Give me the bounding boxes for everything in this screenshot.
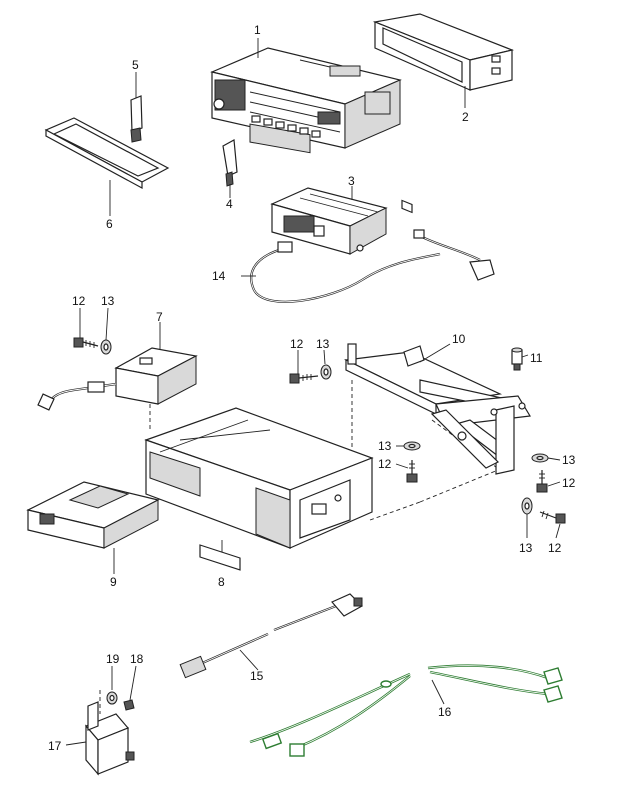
trim-frame [44,117,170,190]
label-12-c: 12 [378,457,392,471]
nut-11 [511,347,523,371]
adapter-box [37,347,198,411]
cd-magazine [26,481,160,549]
label-14: 14 [212,269,226,283]
label-15: 15 [250,669,264,683]
label-6: 6 [106,217,113,231]
part-labels: 1 2 3 4 5 6 7 8 9 10 11 14 15 16 17 19 1… [48,23,576,753]
label-13-c: 13 [378,439,392,453]
label-19: 19 [106,652,120,666]
control-module [84,701,135,776]
screw-12-e [539,510,566,524]
radio-unit [210,47,402,154]
mounting-frame [372,13,515,214]
washer-13-b [320,364,332,380]
connecting-cable [179,593,363,679]
screw-12-b [289,373,319,384]
label-3: 3 [348,174,355,188]
washer-19 [106,691,118,705]
screw-12-d [536,470,548,493]
label-12-e: 12 [548,541,562,555]
washer-13-e [521,497,533,515]
amplifier [270,187,388,255]
wiring-harness [249,664,563,757]
release-key-4 [222,139,238,187]
label-9: 9 [110,575,117,589]
label-18: 18 [130,652,144,666]
label-13-b: 13 [316,337,330,351]
label-12-d: 12 [562,476,576,490]
screw-12-c [406,460,418,483]
label-13-d: 13 [562,453,576,467]
label-13-a: 13 [101,294,115,308]
label-5: 5 [132,58,139,72]
label-10: 10 [452,332,466,346]
screw-12-a [73,337,99,348]
label-16: 16 [438,705,452,719]
label-17: 17 [48,739,62,753]
label-13-e: 13 [519,541,533,555]
label-12-b: 12 [290,337,304,351]
mounting-bracket [343,343,531,475]
label-4: 4 [226,197,233,211]
label-2: 2 [462,110,469,124]
antenna-cable [250,229,495,303]
nut-18 [123,699,135,711]
washer-13-d [531,453,549,463]
label-11: 11 [530,351,543,365]
release-key-5 [130,95,143,143]
label-12-a: 12 [72,294,86,308]
label-7: 7 [156,310,163,324]
label-1: 1 [254,23,261,37]
washer-13-a [100,339,112,355]
label-8: 8 [218,575,225,589]
washer-13-c [403,441,421,451]
leader-lines [65,38,561,746]
cd-changer [144,407,374,571]
